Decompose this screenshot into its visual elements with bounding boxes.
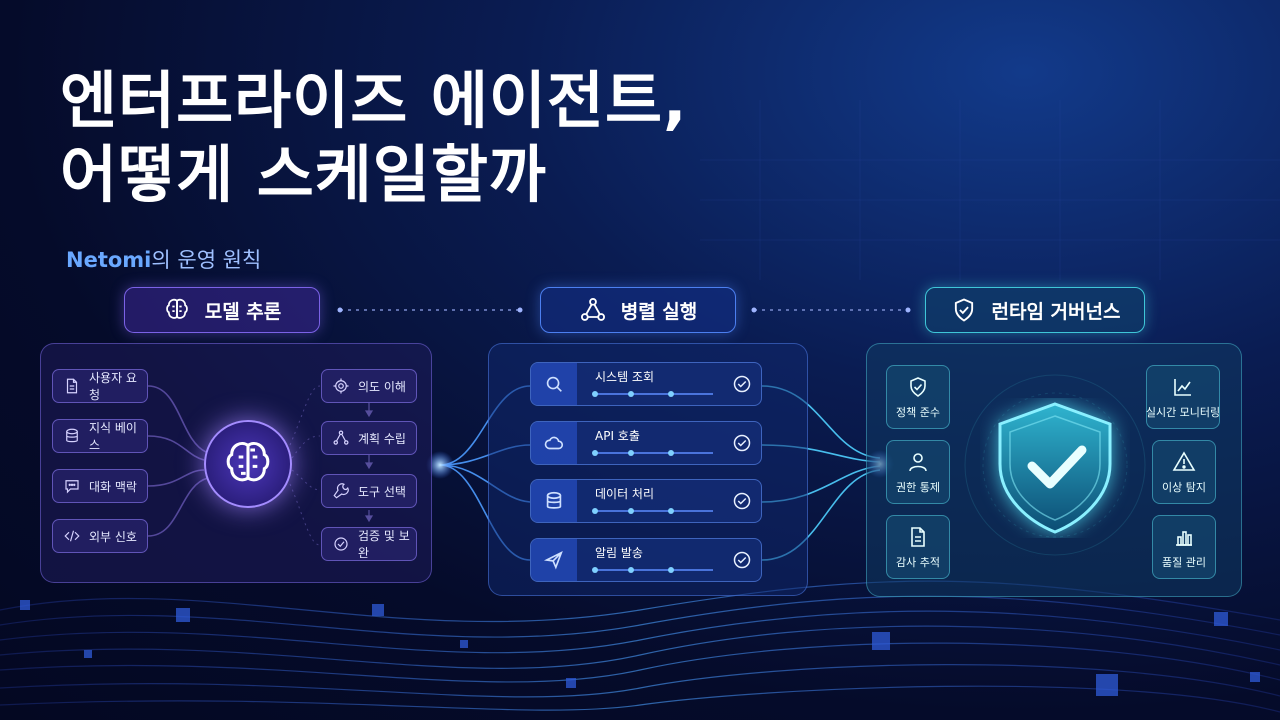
task-icon-tile bbox=[531, 480, 577, 522]
code-icon bbox=[64, 530, 80, 542]
task-icon-tile bbox=[531, 363, 577, 405]
gov-label: 감사 추적 bbox=[896, 555, 940, 569]
shield-check-icon bbox=[998, 402, 1112, 534]
input-user-request: 사용자 요청 bbox=[52, 369, 148, 403]
task-label: 데이터 처리 bbox=[595, 487, 655, 501]
gov-label: 권한 통제 bbox=[896, 480, 940, 494]
task-progress-track bbox=[592, 567, 713, 573]
input-label: 사용자 요청 bbox=[89, 371, 137, 402]
network-icon bbox=[333, 430, 349, 445]
wrench-icon bbox=[333, 483, 349, 499]
task-notification: 알림 발송 bbox=[530, 538, 762, 582]
gov-label: 이상 탐지 bbox=[1162, 480, 1206, 494]
input-label: 외부 신호 bbox=[89, 529, 137, 544]
brain-hub bbox=[204, 420, 292, 508]
step-label: 계획 수립 bbox=[358, 431, 406, 446]
task-progress-track bbox=[592, 450, 713, 456]
chat-icon bbox=[65, 480, 79, 494]
shield-check-icon bbox=[910, 376, 926, 397]
brain-icon bbox=[165, 298, 188, 319]
check-circle-icon bbox=[334, 537, 348, 551]
chart-icon bbox=[1174, 378, 1191, 396]
shield-check-icon bbox=[954, 298, 973, 322]
title-line-2: 어떻게 스케일할까 bbox=[60, 138, 547, 212]
task-icon-tile bbox=[531, 539, 577, 581]
document-icon bbox=[66, 378, 78, 394]
brain-icon bbox=[226, 442, 270, 482]
subtitle-text: 의 운영 원칙 bbox=[151, 248, 262, 272]
input-label: 지식 베이스 bbox=[89, 421, 137, 452]
step-label: 의도 이해 bbox=[358, 379, 406, 394]
task-api-call: API 호출 bbox=[530, 421, 762, 465]
stage-label: 런타임 거버넌스 bbox=[991, 300, 1121, 323]
gov-audit-trail: 감사 추적 bbox=[886, 515, 950, 579]
subtitle-brand: Netomi bbox=[66, 248, 152, 272]
document-icon bbox=[911, 526, 925, 547]
task-label: 시스템 조회 bbox=[595, 370, 655, 384]
task-system-lookup: 시스템 조회 bbox=[530, 362, 762, 406]
step-label: 도구 선택 bbox=[358, 484, 406, 499]
gov-access-control: 권한 통제 bbox=[886, 440, 950, 504]
input-label: 대화 맥락 bbox=[89, 479, 137, 494]
gov-anomaly-detection: 이상 탐지 bbox=[1152, 440, 1216, 504]
cloud-icon bbox=[544, 436, 564, 450]
gov-label: 정책 준수 bbox=[896, 405, 940, 419]
task-icon-tile bbox=[531, 422, 577, 464]
warning-icon bbox=[1172, 450, 1196, 471]
search-icon bbox=[546, 376, 562, 392]
check-circle-icon bbox=[733, 551, 751, 569]
gov-realtime-monitoring: 실시간 모니터링 bbox=[1146, 365, 1220, 429]
user-icon bbox=[909, 452, 927, 471]
step-intent-understanding: 의도 이해 bbox=[321, 369, 417, 403]
gov-label: 품질 관리 bbox=[1162, 555, 1206, 569]
input-external-signal: 외부 신호 bbox=[52, 519, 148, 553]
input-conversation-context: 대화 맥락 bbox=[52, 469, 148, 503]
gov-quality-management: 품질 관리 bbox=[1152, 515, 1216, 579]
task-progress-track bbox=[592, 508, 713, 514]
network-icon bbox=[580, 297, 605, 321]
stage-runtime-governance: 런타임 거버넌스 bbox=[925, 287, 1145, 333]
task-progress-track bbox=[592, 391, 713, 397]
target-icon bbox=[333, 378, 349, 394]
subtitle: Netomi의 운영 원칙 bbox=[66, 244, 261, 274]
step-tool-selection: 도구 선택 bbox=[321, 474, 417, 508]
task-data-processing: 데이터 처리 bbox=[530, 479, 762, 523]
database-icon bbox=[546, 491, 562, 509]
send-icon bbox=[543, 550, 563, 570]
stage-model-inference: 모델 추론 bbox=[124, 287, 320, 333]
gov-label: 실시간 모니터링 bbox=[1145, 405, 1221, 419]
page-title: 엔터프라이즈 에이전트, 어떻게 스케일할까 bbox=[60, 64, 688, 213]
stage-label: 병렬 실행 bbox=[620, 300, 698, 323]
database-icon bbox=[66, 428, 78, 443]
bar-chart-icon bbox=[1176, 530, 1192, 546]
check-circle-icon bbox=[733, 375, 751, 393]
stage-label: 모델 추론 bbox=[204, 300, 282, 323]
check-circle-icon bbox=[733, 434, 751, 452]
task-label: API 호출 bbox=[595, 429, 640, 443]
gov-policy-compliance: 정책 준수 bbox=[886, 365, 950, 429]
task-label: 알림 발송 bbox=[595, 546, 643, 560]
step-label: 검증 및 보완 bbox=[358, 529, 410, 560]
stage-parallel-execution: 병렬 실행 bbox=[540, 287, 736, 333]
step-planning: 계획 수립 bbox=[321, 421, 417, 455]
input-knowledge-base: 지식 베이스 bbox=[52, 419, 148, 453]
title-line-1: 엔터프라이즈 에이전트, bbox=[60, 64, 688, 137]
check-circle-icon bbox=[733, 492, 751, 510]
step-verification: 검증 및 보완 bbox=[321, 527, 417, 561]
